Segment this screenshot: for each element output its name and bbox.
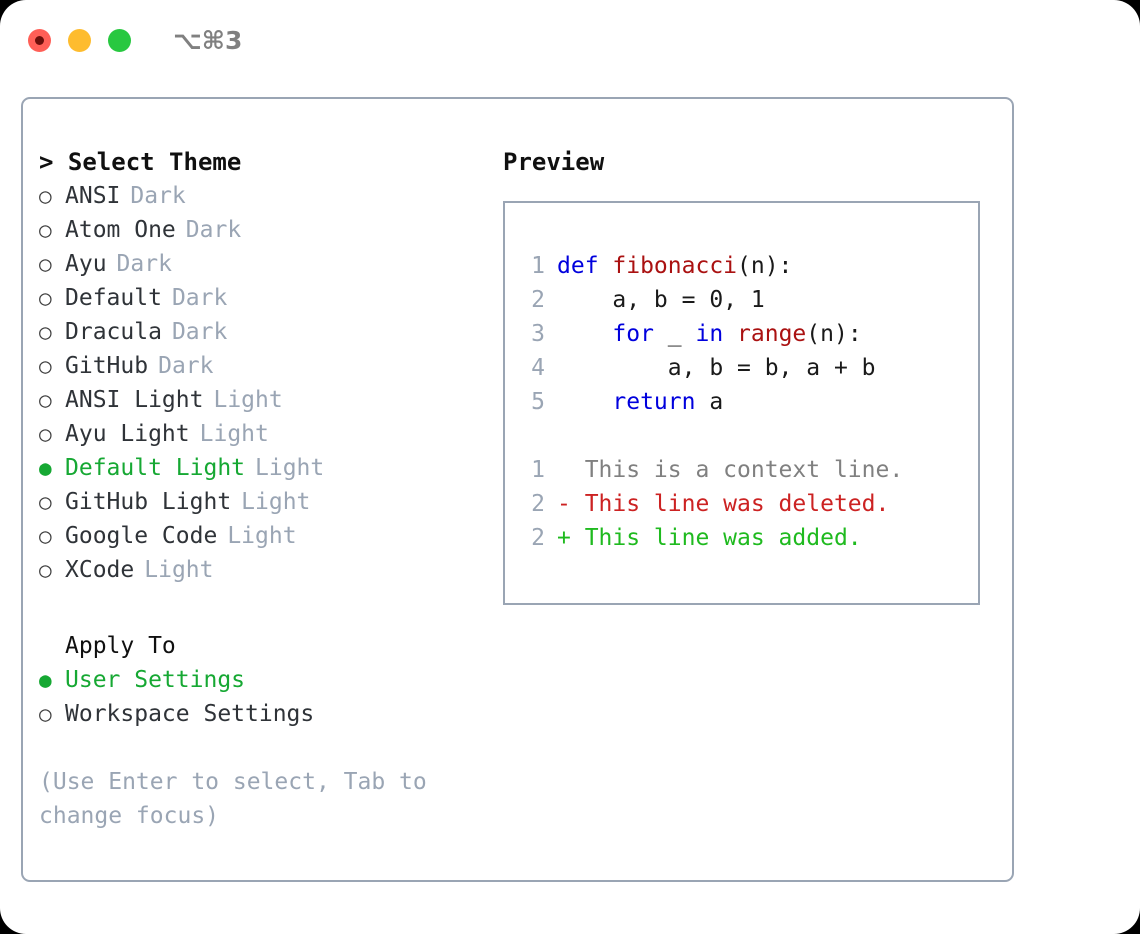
theme-option-google-code[interactable]: ○ Google Code Light bbox=[39, 519, 499, 553]
code-line: 2 a, b = 0, 1 bbox=[519, 283, 970, 317]
apply-to-list[interactable]: ● User Settings ○ Workspace Settings bbox=[39, 663, 499, 731]
code-line: 4 a, b = b, a + b bbox=[519, 351, 970, 385]
theme-option-label: GitHub bbox=[65, 353, 149, 379]
theme-option-label: Ayu bbox=[65, 251, 107, 277]
apply-to-option-label: User Settings bbox=[65, 667, 246, 693]
theme-option-label: ANSI bbox=[65, 183, 121, 209]
radio-unselected-icon: ○ bbox=[39, 354, 52, 378]
theme-option-label: GitHub Light bbox=[65, 489, 232, 515]
code-text: return a bbox=[612, 389, 724, 415]
line-number: 2 bbox=[531, 287, 545, 313]
close-button-icon[interactable] bbox=[28, 28, 51, 52]
apply-to-option-user-settings[interactable]: ● User Settings bbox=[39, 663, 499, 697]
theme-option-label: Atom One bbox=[65, 217, 176, 243]
radio-unselected-icon: ○ bbox=[39, 218, 52, 242]
code-text: for _ in range(n): bbox=[612, 321, 862, 347]
preview-title: Preview bbox=[503, 148, 605, 176]
code-line: 3 for _ in range(n): bbox=[519, 317, 970, 351]
theme-option-github-light[interactable]: ○ GitHub Light Light bbox=[39, 485, 499, 519]
diff-text: + This line was added. bbox=[557, 525, 862, 551]
diff-line-del: 2 - This line was deleted. bbox=[519, 487, 970, 521]
theme-option-variant: Dark bbox=[171, 319, 228, 345]
theme-option-variant: Light bbox=[227, 523, 297, 549]
theme-option-ansi-light[interactable]: ○ ANSI Light Light bbox=[39, 383, 499, 417]
radio-unselected-icon: ○ bbox=[39, 286, 52, 310]
apply-to-option-label: Workspace Settings bbox=[65, 701, 315, 727]
line-number: 5 bbox=[531, 389, 545, 415]
line-number: 4 bbox=[531, 355, 545, 381]
diff-line-ctx: 1 This is a context line. bbox=[519, 453, 970, 487]
close-inner-dot bbox=[35, 35, 44, 45]
theme-option-dracula[interactable]: ○ Dracula Dark bbox=[39, 315, 499, 349]
line-number: 3 bbox=[531, 321, 545, 347]
theme-option-default[interactable]: ○ Default Dark bbox=[39, 281, 499, 315]
code-diff-separator bbox=[519, 419, 970, 453]
theme-option-atom-one[interactable]: ○ Atom One Dark bbox=[39, 213, 499, 247]
theme-option-variant: Light bbox=[144, 557, 214, 583]
theme-option-label: ANSI Light bbox=[65, 387, 204, 413]
apply-to-option-workspace-settings[interactable]: ○ Workspace Settings bbox=[39, 697, 499, 731]
radio-selected-icon: ● bbox=[39, 668, 52, 692]
theme-option-ansi[interactable]: ○ ANSI Dark bbox=[39, 179, 499, 213]
maximize-button-icon[interactable] bbox=[108, 28, 131, 52]
theme-option-variant: Light bbox=[241, 489, 311, 515]
line-number: 1 bbox=[531, 253, 545, 279]
theme-option-ayu[interactable]: ○ Ayu Dark bbox=[39, 247, 499, 281]
keyboard-shortcut-label: ⌥⌘3 bbox=[173, 25, 243, 55]
minimize-button-icon[interactable] bbox=[68, 28, 91, 52]
theme-option-variant: Dark bbox=[171, 285, 228, 311]
line-number: 2 bbox=[531, 525, 545, 551]
radio-unselected-icon: ○ bbox=[39, 320, 52, 344]
code-line: 1 def fibonacci(n): bbox=[519, 249, 970, 283]
theme-option-label: XCode bbox=[65, 557, 135, 583]
radio-selected-icon: ● bbox=[39, 456, 52, 480]
theme-option-label: Google Code bbox=[65, 523, 218, 549]
diff-text: - This line was deleted. bbox=[557, 491, 890, 517]
radio-unselected-icon: ○ bbox=[39, 422, 52, 446]
code-text: a, b = 0, 1 bbox=[557, 287, 765, 313]
hint-spacer bbox=[39, 731, 499, 765]
radio-unselected-icon: ○ bbox=[39, 490, 52, 514]
line-number: 1 bbox=[531, 457, 545, 483]
keyboard-hint-text: (Use Enter to select, Tab to change focu… bbox=[39, 769, 441, 829]
radio-unselected-icon: ○ bbox=[39, 702, 52, 726]
code-text: a, b = b, a + b bbox=[557, 355, 876, 381]
theme-option-github[interactable]: ○ GitHub Dark bbox=[39, 349, 499, 383]
code-text: def fibonacci(n): bbox=[557, 253, 793, 279]
theme-option-ayu-light[interactable]: ○ Ayu Light Light bbox=[39, 417, 499, 451]
radio-unselected-icon: ○ bbox=[39, 558, 52, 582]
radio-unselected-icon: ○ bbox=[39, 184, 52, 208]
theme-option-default-light[interactable]: ● Default Light Light bbox=[39, 451, 499, 485]
radio-unselected-icon: ○ bbox=[39, 252, 52, 276]
title-bar: ⌥⌘3 bbox=[0, 0, 1140, 80]
theme-option-label: Default bbox=[65, 285, 162, 311]
theme-option-variant: Light bbox=[199, 421, 269, 447]
theme-option-label: Default Light bbox=[65, 455, 246, 481]
theme-option-variant: Dark bbox=[116, 251, 172, 277]
theme-option-variant: Dark bbox=[185, 217, 242, 243]
apply-to-header: Apply To bbox=[65, 633, 176, 659]
radio-unselected-icon: ○ bbox=[39, 524, 52, 548]
code-line: 5 return a bbox=[519, 385, 970, 419]
diff-text: This is a context line. bbox=[557, 457, 904, 483]
theme-option-variant: Dark bbox=[158, 353, 214, 379]
theme-option-label: Dracula bbox=[65, 319, 162, 345]
diff-line-add: 2 + This line was added. bbox=[519, 521, 970, 555]
line-number: 2 bbox=[531, 491, 545, 517]
theme-option-label: Ayu Light bbox=[65, 421, 190, 447]
section-spacer bbox=[39, 587, 499, 629]
window-controls bbox=[28, 28, 131, 52]
theme-option-variant: Light bbox=[255, 455, 325, 481]
theme-option-xcode[interactable]: ○ XCode Light bbox=[39, 553, 499, 587]
theme-option-variant: Dark bbox=[130, 183, 186, 209]
select-theme-header: > Select Theme bbox=[39, 148, 242, 176]
radio-unselected-icon: ○ bbox=[39, 388, 52, 412]
theme-option-variant: Light bbox=[213, 387, 283, 413]
